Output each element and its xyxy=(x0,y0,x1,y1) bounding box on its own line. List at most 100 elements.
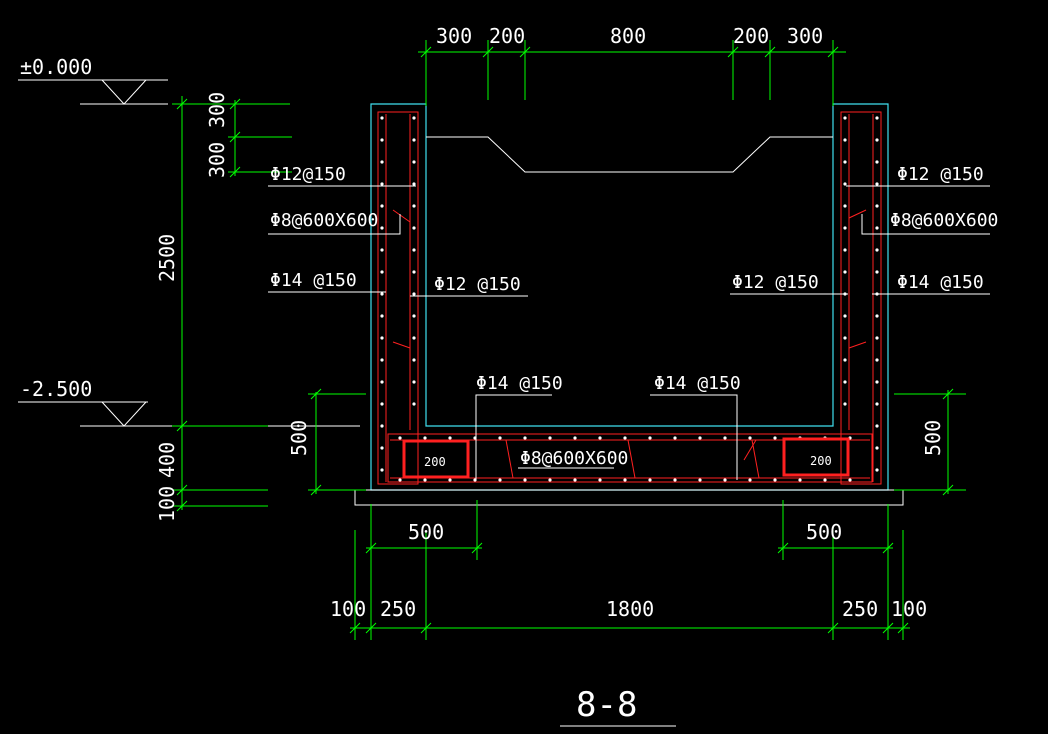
rebar-dot xyxy=(573,478,577,482)
rebar-dot xyxy=(875,402,879,406)
rebar-dot xyxy=(423,478,427,482)
rebar-dot xyxy=(843,314,847,318)
rebar-dot xyxy=(875,358,879,362)
rebar-dot xyxy=(843,402,847,406)
rebar-dot xyxy=(412,116,416,120)
rebar-dot xyxy=(412,138,416,142)
rebar-dot xyxy=(875,314,879,318)
rebar-dot xyxy=(548,478,552,482)
dim-bottom-250-right: 250 xyxy=(842,597,878,621)
left-wall-rebar xyxy=(377,111,419,485)
cover-outline xyxy=(426,136,833,173)
rebar-dot xyxy=(412,358,416,362)
rebar-dot xyxy=(698,436,702,440)
rebar-dot xyxy=(380,314,384,318)
dim-bottom-100-right: 100 xyxy=(891,597,927,621)
rebar-dot xyxy=(548,436,552,440)
rebar-dots xyxy=(380,116,879,482)
rebar-dot xyxy=(398,478,402,482)
top-dimension-chain xyxy=(418,40,846,106)
dim-top-3: 800 xyxy=(610,24,646,48)
rebar-dot xyxy=(412,336,416,340)
rebar-dot xyxy=(380,160,384,164)
rebar-dot xyxy=(398,436,402,440)
rebar-dot xyxy=(380,424,384,428)
rebar-dot xyxy=(523,436,527,440)
rebar-dot xyxy=(380,402,384,406)
rebar-dot xyxy=(412,204,416,208)
rebar-dot xyxy=(380,226,384,230)
rebar-dot xyxy=(748,478,752,482)
rebar-dot xyxy=(773,436,777,440)
rebar-dot xyxy=(843,336,847,340)
dim-top-5: 300 xyxy=(787,24,823,48)
rebar-dot xyxy=(748,436,752,440)
rebar-dot xyxy=(498,436,502,440)
haunch-box-right-label: 200 xyxy=(810,454,832,468)
rebar-dot xyxy=(412,160,416,164)
rebar-dot xyxy=(843,270,847,274)
rebar-dot xyxy=(843,160,847,164)
rebar-dot xyxy=(875,380,879,384)
rebar-dot xyxy=(573,436,577,440)
rebar-dot xyxy=(723,478,727,482)
rebar-label-left-wall-inner: Φ12 @150 xyxy=(434,274,521,295)
rebar-dot xyxy=(875,270,879,274)
rebar-dot xyxy=(875,116,879,120)
rebar-dot xyxy=(875,248,879,252)
rebar-dot xyxy=(380,116,384,120)
rebar-dot xyxy=(673,478,677,482)
rebar-dot xyxy=(412,314,416,318)
rebar-dot xyxy=(848,478,852,482)
left-dimension-chain xyxy=(172,96,366,512)
rebar-dot xyxy=(798,478,802,482)
rebar-dot xyxy=(380,380,384,384)
rebar-dot xyxy=(448,478,452,482)
right-wall-rebar xyxy=(840,111,882,485)
haunch-box-right xyxy=(782,437,850,477)
rebar-dot xyxy=(380,138,384,142)
haunch-box-left-label: 200 xyxy=(424,455,446,469)
rebar-dot xyxy=(875,226,879,230)
rebar-label-left-wall-tie: Φ8@600X600 xyxy=(270,210,378,231)
rebar-dot xyxy=(380,182,384,186)
rebar-dot xyxy=(843,248,847,252)
rebar-dot xyxy=(648,436,652,440)
rebar-leaders xyxy=(268,185,990,480)
rebar-dot xyxy=(875,468,879,472)
rebar-dot xyxy=(380,358,384,362)
rebar-dot xyxy=(623,478,627,482)
rebar-dot xyxy=(875,138,879,142)
elevation-top-label: ±0.000 xyxy=(20,55,92,79)
rebar-dot xyxy=(380,270,384,274)
dim-top-1: 300 xyxy=(436,24,472,48)
dim-left-2500: 2500 xyxy=(155,234,179,282)
rebar-dot xyxy=(380,292,384,296)
rebar-dot xyxy=(843,380,847,384)
dim-bottom-250-left: 250 xyxy=(380,597,416,621)
dim-bottom-100-left: 100 xyxy=(330,597,366,621)
rebar-dot xyxy=(412,292,416,296)
rebar-dot xyxy=(412,380,416,384)
rebar-dot xyxy=(843,116,847,120)
rebar-dot xyxy=(380,336,384,340)
dim-bottom-500-left: 500 xyxy=(408,520,444,544)
dim-top-4: 200 xyxy=(733,24,769,48)
rebar-dot xyxy=(523,478,527,482)
dim-bottom-1800: 1800 xyxy=(606,597,654,621)
elevation-bottom-label: -2.500 xyxy=(20,377,92,401)
rebar-dot xyxy=(380,468,384,472)
dim-left-500: 500 xyxy=(287,420,311,456)
rebar-dot xyxy=(773,478,777,482)
dim-left-400: 400 xyxy=(155,442,179,478)
rebar-dot xyxy=(448,436,452,440)
rebar-label-right-wall-tie: Φ8@600X600 xyxy=(890,210,998,231)
rebar-dot xyxy=(843,204,847,208)
rebar-dot xyxy=(598,478,602,482)
rebar-label-right-wall-outer: Φ14 @150 xyxy=(897,272,984,293)
rebar-dot xyxy=(875,446,879,450)
rebar-dot xyxy=(498,478,502,482)
section-title: 8-8 xyxy=(576,685,637,725)
rebar-dot xyxy=(875,182,879,186)
